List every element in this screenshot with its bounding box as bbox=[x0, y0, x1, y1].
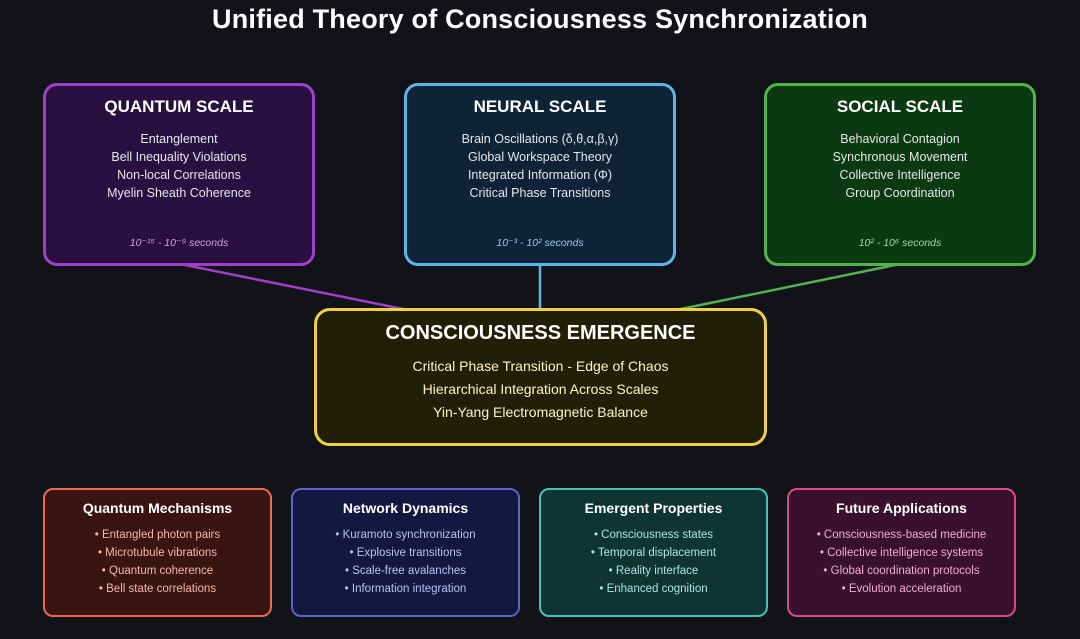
quantum-timescale: 10⁻¹⁵ - 10⁻⁹ seconds bbox=[129, 237, 229, 249]
quantum-mechanisms-list: • Entangled photon pairs • Microtubule v… bbox=[45, 526, 270, 598]
consciousness-emergence-box: CONSCIOUSNESS EMERGENCE Critical Phase T… bbox=[314, 308, 767, 446]
list-item: Entanglement bbox=[140, 132, 218, 146]
list-item: • Kuramoto synchronization bbox=[335, 529, 476, 541]
network-dynamics-list: • Kuramoto synchronization • Explosive t… bbox=[293, 526, 518, 598]
list-item: • Consciousness states bbox=[593, 529, 714, 541]
quantum-mechanisms-box: Quantum Mechanisms • Entangled photon pa… bbox=[43, 488, 272, 617]
list-item: Non-local Correlations bbox=[117, 168, 241, 182]
neural-scale-list: Brain Oscillations (δ,θ,α,β,γ) Global Wo… bbox=[407, 130, 673, 202]
list-item: • Consciousness-based medicine bbox=[816, 529, 987, 541]
future-applications-list: • Consciousness-based medicine • Collect… bbox=[789, 526, 1014, 598]
list-item: Group Coordination bbox=[845, 186, 955, 200]
list-item: Global Workspace Theory bbox=[467, 150, 613, 164]
quantum-scale-title: QUANTUM SCALE bbox=[104, 97, 254, 116]
list-item: • Microtubule vibrations bbox=[97, 547, 218, 559]
emergent-properties-box: Emergent Properties • Consciousness stat… bbox=[539, 488, 768, 617]
social-scale-list: Behavioral Contagion Synchronous Movemen… bbox=[767, 130, 1033, 202]
list-item: • Global coordination protocols bbox=[823, 565, 980, 577]
network-dynamics-title: Network Dynamics bbox=[342, 500, 469, 516]
list-item: • Bell state correlations bbox=[98, 583, 217, 595]
neural-scale-box: NEURAL SCALE Brain Oscillations (δ,θ,α,β… bbox=[404, 83, 676, 266]
list-item: • Evolution acceleration bbox=[841, 583, 962, 595]
neural-timescale: 10⁻³ - 10² seconds bbox=[496, 237, 584, 249]
list-item: Critical Phase Transition - Edge of Chao… bbox=[412, 358, 669, 374]
future-applications-title: Future Applications bbox=[836, 500, 967, 516]
future-applications-box: Future Applications • Consciousness-base… bbox=[787, 488, 1016, 617]
list-item: • Entangled photon pairs bbox=[94, 529, 221, 541]
emergence-list: Critical Phase Transition - Edge of Chao… bbox=[317, 355, 764, 424]
list-item: • Quantum coherence bbox=[101, 565, 214, 577]
list-item: Brain Oscillations (δ,θ,α,β,γ) bbox=[461, 132, 619, 146]
connector-quantum bbox=[179, 262, 409, 312]
list-item: • Collective intelligence systems bbox=[819, 547, 984, 559]
list-item: Yin-Yang Electromagnetic Balance bbox=[433, 404, 648, 420]
list-item: Critical Phase Transitions bbox=[469, 186, 611, 200]
neural-scale-title: NEURAL SCALE bbox=[473, 97, 607, 116]
list-item: Myelin Sheath Coherence bbox=[107, 186, 251, 200]
list-item: Behavioral Contagion bbox=[840, 132, 960, 146]
network-dynamics-box: Network Dynamics • Kuramoto synchronizat… bbox=[291, 488, 520, 617]
list-item: • Reality interface bbox=[608, 565, 699, 577]
list-item: • Explosive transitions bbox=[349, 547, 462, 559]
connector-social bbox=[675, 262, 901, 312]
list-item: Synchronous Movement bbox=[832, 150, 968, 164]
emergent-properties-title: Emergent Properties bbox=[584, 500, 723, 516]
social-scale-title: SOCIAL SCALE bbox=[836, 97, 964, 116]
list-item: • Temporal displacement bbox=[590, 547, 717, 559]
list-item: Bell Inequality Violations bbox=[111, 150, 247, 164]
quantum-mechanisms-title: Quantum Mechanisms bbox=[82, 500, 233, 516]
list-item: Integrated Information (Φ) bbox=[467, 168, 613, 182]
list-item: • Enhanced cognition bbox=[599, 583, 708, 595]
list-item: • Information integration bbox=[344, 583, 467, 595]
diagram-title: Unified Theory of Consciousness Synchron… bbox=[212, 4, 868, 34]
list-item: Hierarchical Integration Across Scales bbox=[422, 381, 659, 397]
social-timescale: 10² - 10⁶ seconds bbox=[858, 237, 942, 249]
quantum-scale-list: Entanglement Bell Inequality Violations … bbox=[46, 130, 312, 202]
emergence-title: CONSCIOUSNESS EMERGENCE bbox=[385, 322, 696, 344]
social-scale-box: SOCIAL SCALE Behavioral Contagion Synchr… bbox=[764, 83, 1036, 266]
emergent-properties-list: • Consciousness states • Temporal displa… bbox=[541, 526, 766, 598]
quantum-scale-box: QUANTUM SCALE Entanglement Bell Inequali… bbox=[43, 83, 315, 266]
list-item: Collective Intelligence bbox=[839, 168, 961, 182]
list-item: • Scale-free avalanches bbox=[344, 565, 466, 577]
